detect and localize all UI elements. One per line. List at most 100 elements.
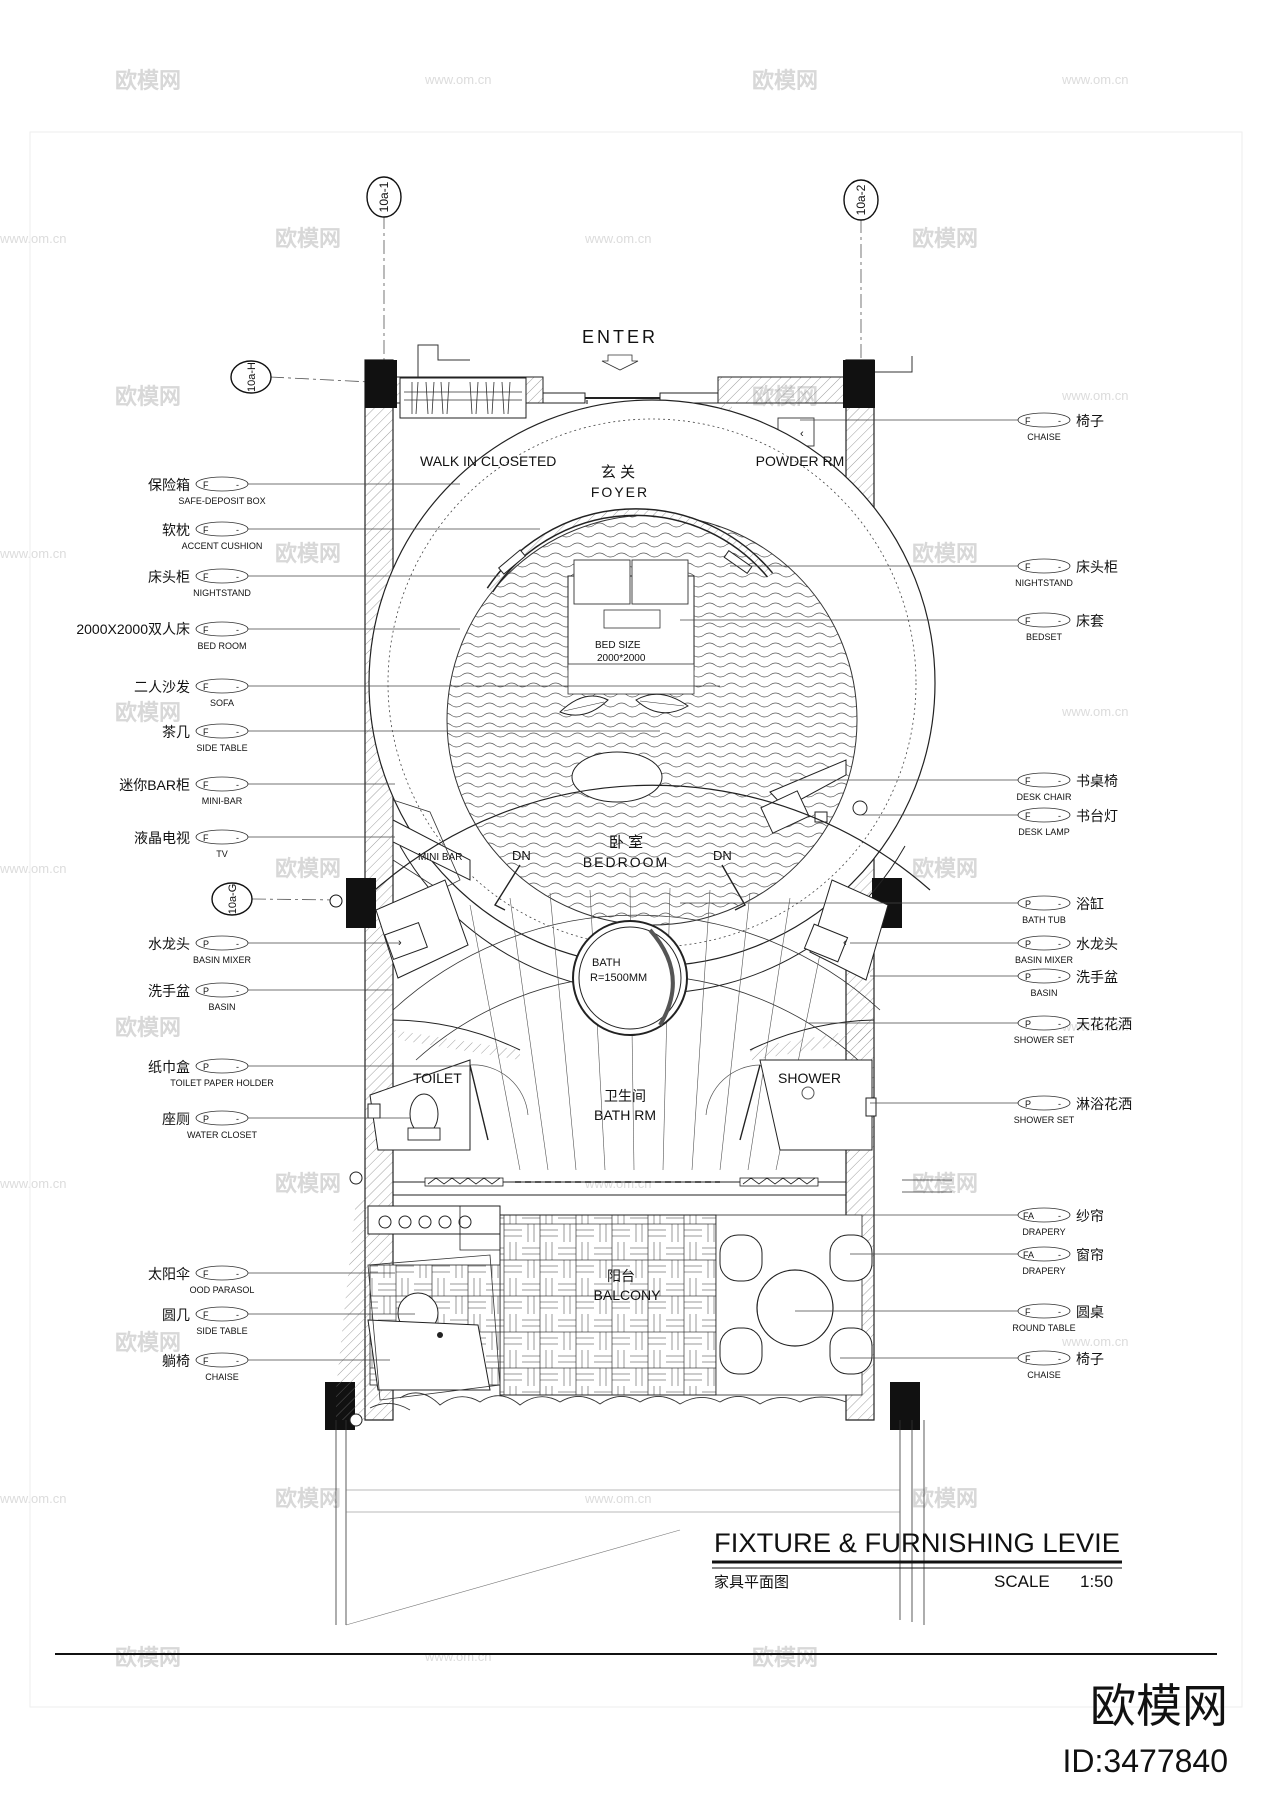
chevron-left-icon: ‹ <box>843 937 847 949</box>
watermark-brand: 欧模网 <box>115 384 181 409</box>
tag-code: F <box>1025 1307 1031 1317</box>
toilet-room: TOILET <box>349 1019 529 1185</box>
watermark-url: www.om.cn <box>424 72 491 87</box>
watermark-brand: 欧模网 <box>115 700 181 725</box>
sheet-border <box>29 131 1243 1708</box>
tag-code: F <box>203 833 209 843</box>
tag-dash: - <box>1058 416 1061 426</box>
label-en: ACCENT CUSHION <box>182 541 263 551</box>
watermark-brand: 欧模网 <box>275 541 341 566</box>
right-label-item: F - 椅子 CHAISE <box>800 412 1104 442</box>
grid-marker-label: 10a-2 <box>854 184 868 215</box>
watermark-url: www.om.cn <box>584 1176 651 1191</box>
grid-axis-10a-1: 10a-1 <box>366 176 402 360</box>
label-en: DESK CHAIR <box>1016 792 1072 802</box>
left-label-item: 液晶电视 F - TV <box>134 829 395 859</box>
bathroom-en-label: BATH RM <box>594 1107 656 1123</box>
title-block: FIXTURE & FURNISHING LEVIE 家具平面图 SCALE 1… <box>712 1528 1122 1591</box>
right-label-item: P - 洗手盆 BASIN <box>870 968 1118 998</box>
label-cn: 二人沙发 <box>134 679 190 695</box>
watermark-url: www.om.cn <box>0 231 66 246</box>
right-vanity: ‹ <box>803 879 889 981</box>
scale-label: SCALE <box>994 1572 1050 1591</box>
watermark-url: www.om.cn <box>1061 388 1128 403</box>
watermark-brand: 欧模网 <box>275 1486 341 1511</box>
label-en: BASIN <box>1030 988 1057 998</box>
right-label-item: P - 淋浴花洒 SHOWER SET <box>870 1095 1132 1125</box>
label-en: DRAPERY <box>1022 1227 1065 1237</box>
tag-code: F <box>203 572 209 582</box>
watermark-brand: 欧模网 <box>912 1486 978 1511</box>
tag-code: P <box>203 1114 209 1124</box>
tag-code: F <box>1025 776 1031 786</box>
drawing-subtitle: 家具平面图 <box>714 1574 789 1591</box>
tag-dash: - <box>236 525 239 535</box>
right-label-item: F - 圆桌 ROUND TABLE <box>795 1303 1104 1333</box>
tag-code: P <box>1025 1099 1031 1109</box>
walk-in-closet-wardrobe <box>399 377 527 419</box>
label-cn: 洗手盆 <box>1076 969 1118 985</box>
watermark-url: www.om.cn <box>584 231 651 246</box>
tag-dash: - <box>1058 899 1061 909</box>
label-cn: 椅子 <box>1076 413 1104 429</box>
tag-dash: - <box>1058 776 1061 786</box>
tag-code: F <box>203 1356 209 1366</box>
label-cn: 椅子 <box>1076 1351 1104 1367</box>
grid-axis-10a-G: 10a-G <box>211 882 343 916</box>
tag-dash: - <box>236 939 239 949</box>
label-cn: 纸巾盒 <box>148 1059 190 1075</box>
watermark-brand: 欧模网 <box>275 226 341 251</box>
label-cn: 窗帘 <box>1076 1247 1104 1263</box>
tag-dash: - <box>236 727 239 737</box>
tag-code: P <box>1025 1019 1031 1029</box>
drawing-title: FIXTURE & FURNISHING LEVIE <box>714 1528 1120 1558</box>
tag-dash: - <box>1058 1211 1061 1221</box>
tag-code: P <box>203 986 209 996</box>
tag-code: F <box>1025 1354 1031 1364</box>
watermark-url: www.om.cn <box>1061 704 1128 719</box>
foyer-en-label: FOYER <box>591 484 649 500</box>
left-label-item: 圆几 F - SIDE TABLE <box>162 1306 415 1336</box>
tag-dash: - <box>1058 616 1061 626</box>
label-cn: 躺椅 <box>162 1353 190 1369</box>
tag-code: F <box>203 682 209 692</box>
label-cn: 淋浴花洒 <box>1076 1096 1132 1112</box>
enter-arrow-icon <box>601 354 639 371</box>
chevron-left-icon: ‹ <box>800 428 804 440</box>
tag-code: F <box>1025 811 1031 821</box>
watermark-brand: 欧模网 <box>912 541 978 566</box>
tag-code: P <box>203 939 209 949</box>
tag-code: FA <box>1023 1211 1034 1221</box>
label-cn: 洗手盆 <box>148 983 190 999</box>
right-label-item: F - 床头柜 NIGHTSTAND <box>730 558 1118 588</box>
tag-code: F <box>1025 416 1031 426</box>
label-cn: 圆桌 <box>1076 1304 1104 1320</box>
label-en: SOFA <box>210 698 234 708</box>
tag-code: F <box>203 780 209 790</box>
label-en: DRAPERY <box>1022 1266 1065 1276</box>
left-label-item: 2000X2000双人床 F - BED ROOM <box>76 621 460 651</box>
tag-dash: - <box>1058 1354 1061 1364</box>
label-cn: 床套 <box>1076 613 1104 629</box>
right-label-item: P - 浴缸 BATH TUB <box>680 895 1104 925</box>
label-en: TOILET PAPER HOLDER <box>170 1078 274 1088</box>
bathroom-cn-label: 卫生间 <box>604 1088 646 1104</box>
tag-code: F <box>203 525 209 535</box>
watermark-brand: 欧模网 <box>752 1645 818 1670</box>
mini-bar-area: MINI BAR <box>392 799 471 891</box>
tag-dash: - <box>236 625 239 635</box>
bed-dim-label: 2000*2000 <box>597 653 646 664</box>
watermark-brand: 欧模网 <box>752 68 818 93</box>
tag-code: P <box>203 1062 209 1072</box>
watermark-url: www.om.cn <box>1061 1019 1128 1034</box>
tag-code: F <box>1025 616 1031 626</box>
tag-dash: - <box>1058 1250 1061 1260</box>
label-cn: 水龙头 <box>148 936 190 952</box>
label-en: CHAISE <box>205 1372 239 1382</box>
left-label-item: 太阳伞 F - OOD PARASOL <box>148 1265 395 1295</box>
watermark-url: www.om.cn <box>1061 1334 1128 1349</box>
watermark-brand: 欧模网 <box>115 1645 181 1670</box>
tag-dash: - <box>236 780 239 790</box>
label-en: OOD PARASOL <box>190 1285 255 1295</box>
tag-dash: - <box>236 480 239 490</box>
